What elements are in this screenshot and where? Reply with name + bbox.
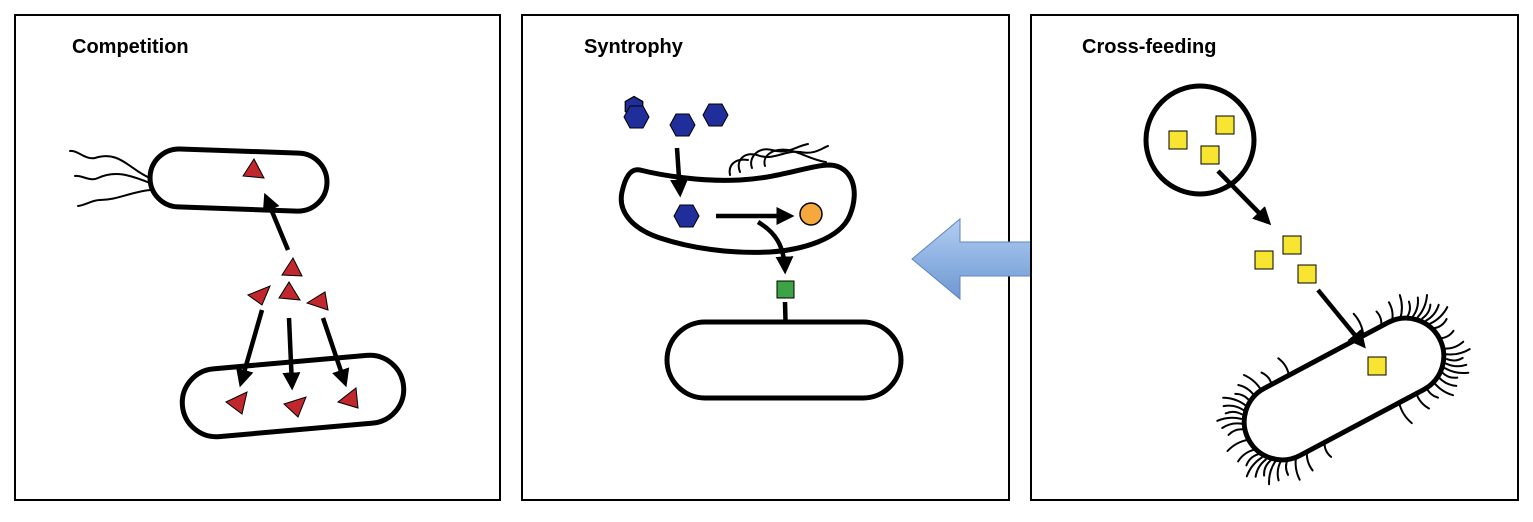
- circle-molecule-icon: [799, 202, 823, 226]
- uptake-arrow: [282, 317, 301, 391]
- pilus: [1268, 460, 1277, 486]
- panel-title-cross-feeding: Cross-feeding: [1082, 36, 1216, 58]
- triangle-molecule-icon: [225, 158, 359, 418]
- pilus: [1445, 348, 1471, 356]
- metabolism-arrow: [756, 220, 794, 275]
- panel-title-syntrophy: Syntrophy: [584, 36, 684, 58]
- uptake-arrow: [236, 309, 265, 388]
- pilus: [1245, 453, 1259, 467]
- pilus: [1421, 303, 1432, 320]
- pilus: [1441, 371, 1459, 379]
- square-molecule-icon: [1168, 115, 1235, 165]
- vesicle-icon: [1143, 83, 1257, 197]
- panel-title-competition: Competition: [72, 36, 189, 58]
- pilus: [1222, 396, 1247, 407]
- pilus: [1221, 422, 1243, 429]
- metabolism-arrow: [670, 147, 689, 198]
- pilus: [1254, 458, 1267, 478]
- pilus: [1263, 459, 1272, 477]
- square-molecule-icon: [1367, 356, 1387, 376]
- pilus: [1227, 428, 1245, 436]
- hexagon-molecule-icon: [673, 204, 700, 228]
- uptake-arrow: [262, 192, 291, 251]
- panel-cross-feeding: Cross-feeding: [1030, 14, 1519, 501]
- uptake-arrow: [320, 317, 350, 388]
- bacterium-icon: [664, 319, 904, 401]
- pilus: [1411, 296, 1420, 318]
- pilus: [1425, 303, 1440, 322]
- pilus: [1432, 318, 1448, 330]
- uptake-arrow: [1316, 288, 1366, 349]
- flagellum-tangle: [728, 143, 829, 176]
- pilus: [1429, 306, 1449, 325]
- pilus: [1416, 294, 1428, 319]
- pilus: [1237, 448, 1256, 463]
- pilus: [1224, 410, 1243, 416]
- pilus: [1245, 456, 1263, 478]
- pilus: [1445, 356, 1464, 362]
- pilus: [1222, 404, 1245, 411]
- panel-competition: Competition: [14, 14, 501, 501]
- pilus: [1443, 340, 1465, 350]
- hexagon-molecule-icon: [623, 103, 729, 137]
- pilus: [1443, 367, 1470, 375]
- hairy-bacterium-icon: [1216, 294, 1471, 486]
- release-arrow: [1216, 169, 1272, 226]
- flagellated-bacterium-icon: [69, 146, 330, 214]
- pilus: [1216, 416, 1243, 422]
- square-molecule-icon: [1254, 235, 1317, 284]
- pilus: [1445, 362, 1468, 368]
